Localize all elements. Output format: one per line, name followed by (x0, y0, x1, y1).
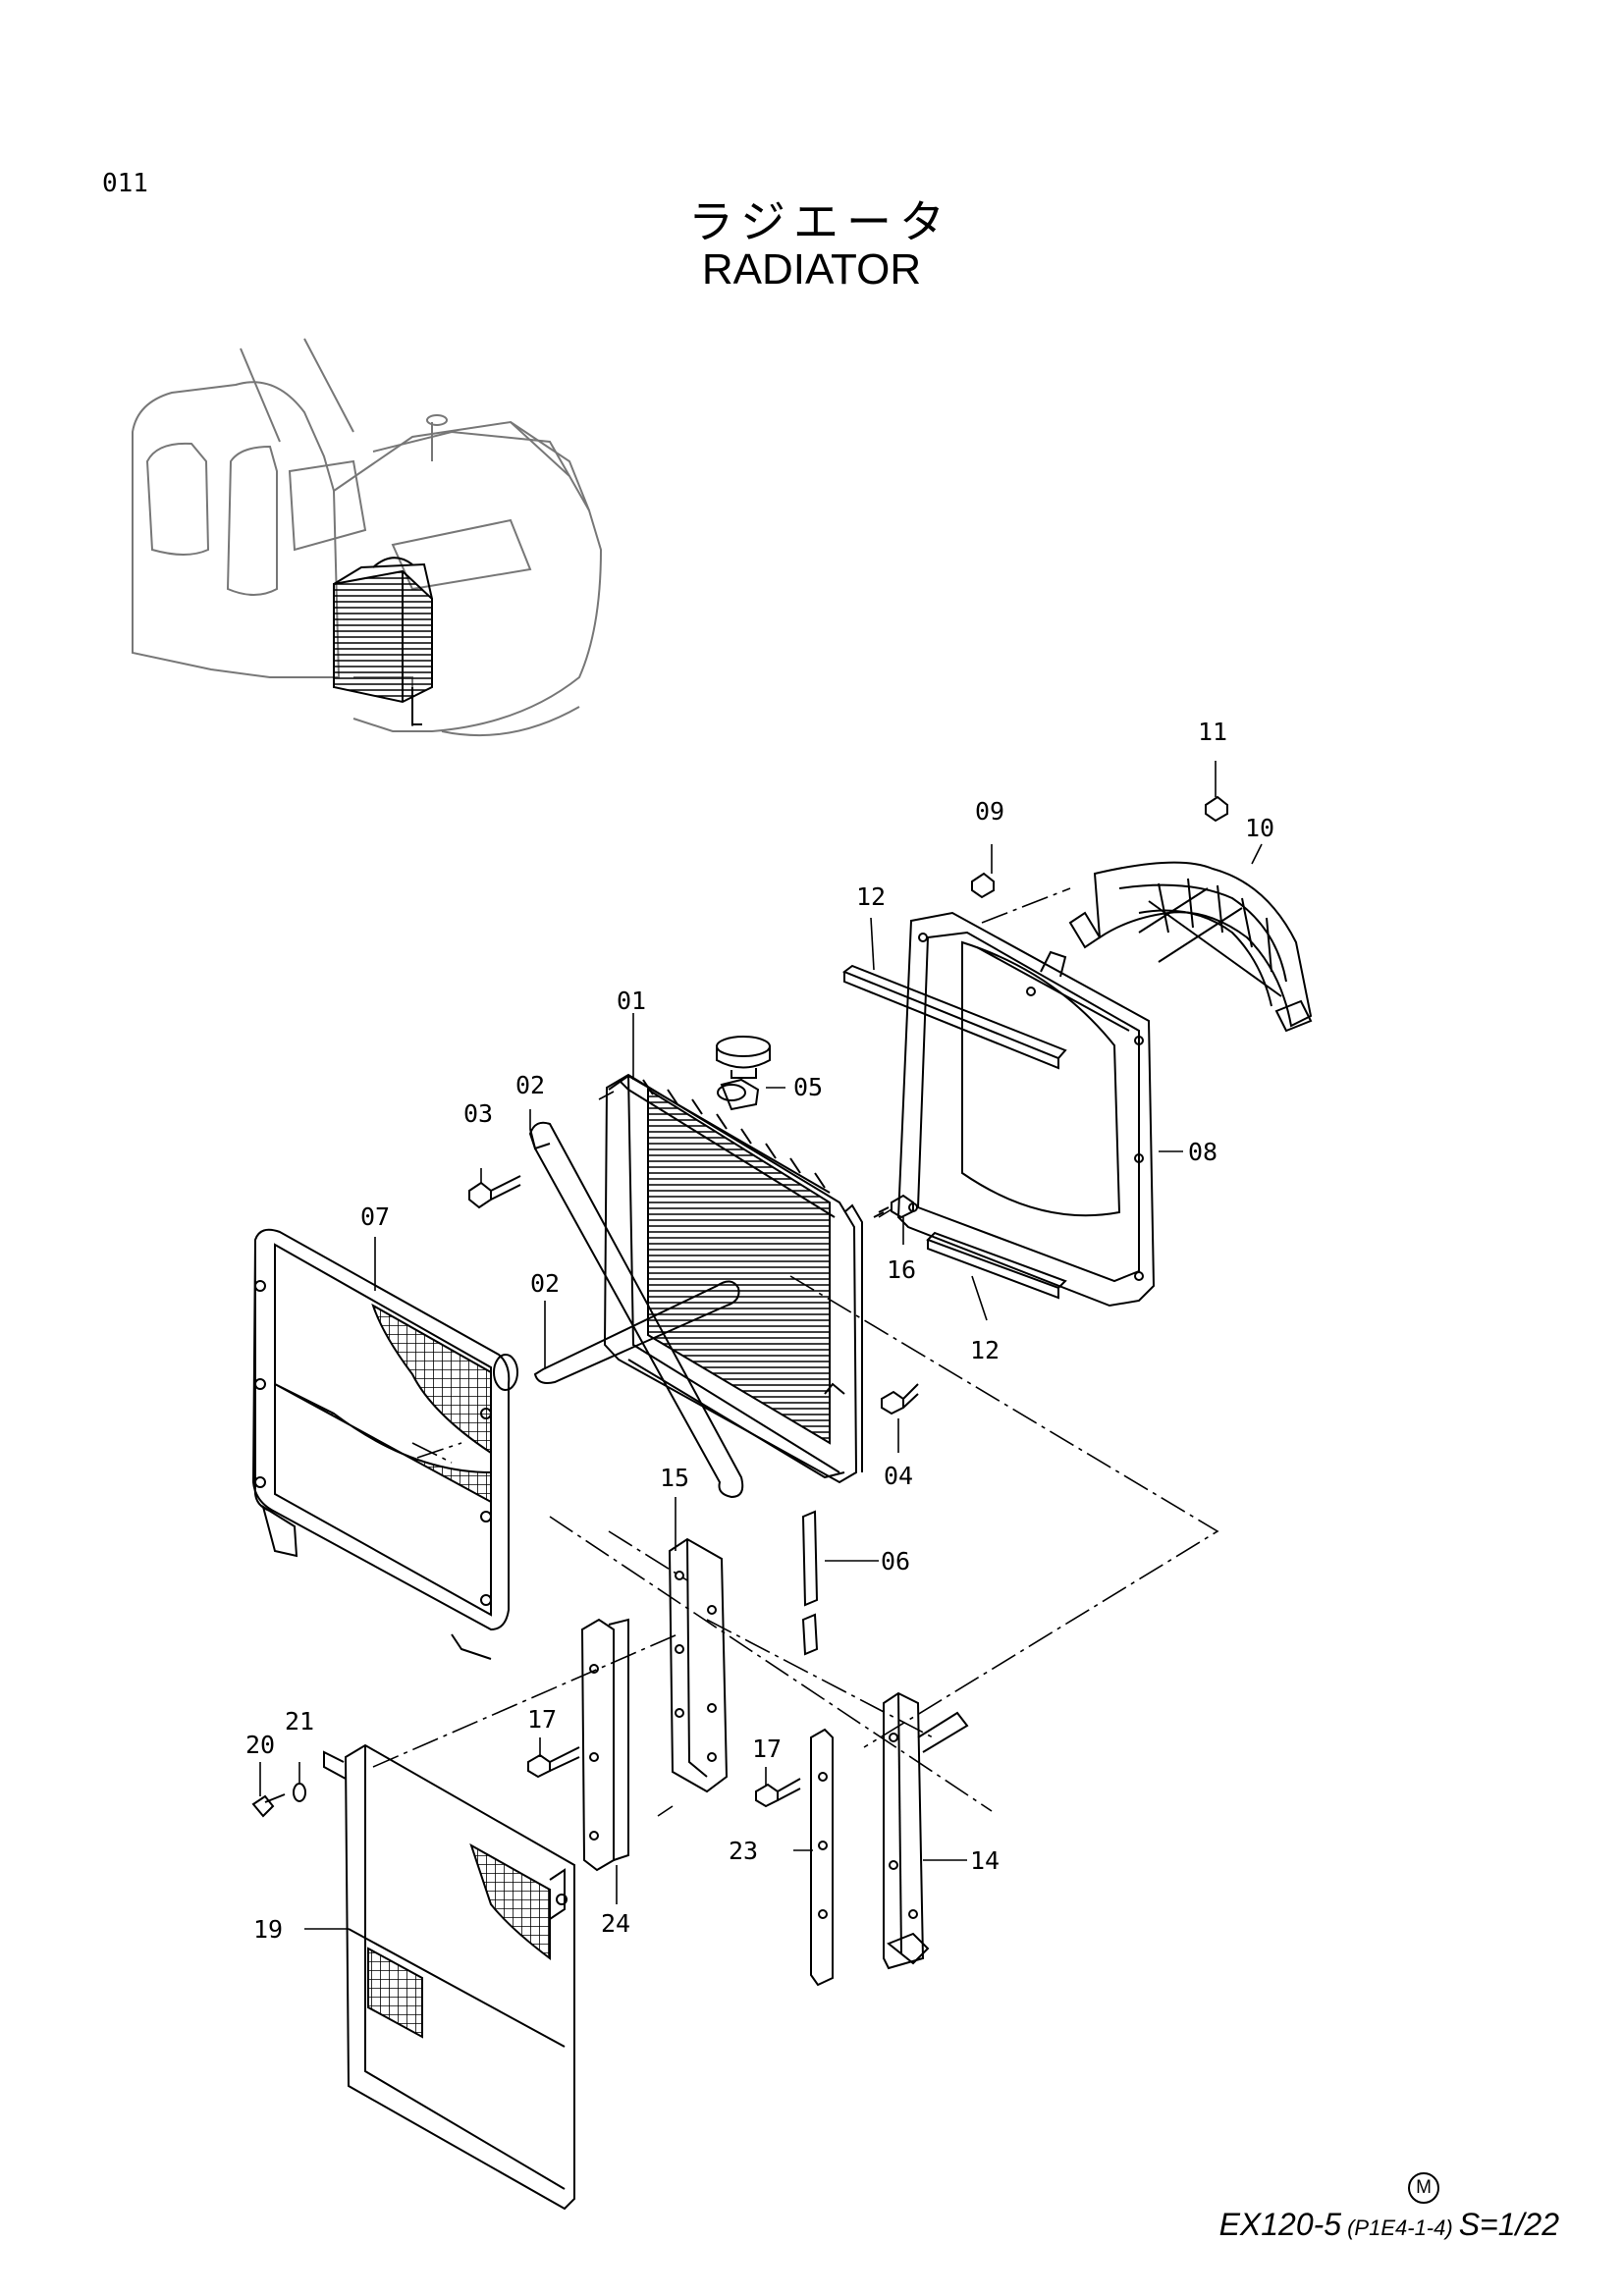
assembly-lines (372, 887, 1219, 1817)
callout-02-lower: 02 (530, 1269, 560, 1298)
callout-16: 16 (887, 1255, 916, 1284)
callout-03: 03 (463, 1099, 493, 1128)
callout-10: 10 (1245, 814, 1274, 842)
callout-23: 23 (729, 1837, 758, 1865)
callout-04: 04 (884, 1462, 913, 1490)
footer-model: EX120-5 (1218, 2207, 1342, 2242)
callout-12-upper: 12 (856, 882, 886, 911)
footer-scale: S=1/22 (1458, 2207, 1559, 2242)
part-24-bracket (580, 1618, 629, 1872)
callout-02-upper: 02 (515, 1071, 545, 1099)
m-mark-symbol: M (1408, 2172, 1439, 2204)
callout-20: 20 (245, 1731, 275, 1759)
callout-19: 19 (253, 1915, 283, 1944)
callout-17-left: 17 (527, 1705, 557, 1734)
machine-overview-illustration (132, 338, 603, 737)
callout-14: 14 (970, 1846, 1000, 1875)
footer-model-info: EX120-5(P1E4-1-4)S=1/22 (1219, 2207, 1559, 2243)
callout-09: 09 (975, 797, 1004, 826)
callout-17-right: 17 (752, 1735, 782, 1763)
part-23-plate (810, 1728, 834, 1987)
part-07-oil-cooler (251, 1228, 518, 1660)
title-english: RADIATOR (701, 245, 922, 294)
title-japanese: ラジエータ (687, 195, 953, 248)
callout-07: 07 (360, 1202, 390, 1231)
part-06-hose (801, 1510, 819, 1656)
part-02-stays (528, 1121, 744, 1499)
callout-leader-lines (259, 761, 1263, 1930)
callout-21: 21 (285, 1707, 314, 1735)
callout-06: 06 (881, 1547, 910, 1575)
part-08-fan-shroud (896, 911, 1156, 1308)
footer-code: (P1E4-1-4) (1347, 2216, 1453, 2240)
part-15-bracket (668, 1537, 729, 1793)
part-20-21-wing-bolt-washer (251, 1783, 306, 1818)
callout-01: 01 (617, 987, 646, 1015)
callout-15: 15 (660, 1464, 689, 1492)
callout-labels: 01 02 03 02 05 08 07 11 10 09 12 12 16 0… (245, 718, 1274, 1944)
page-number: 011 (102, 169, 148, 198)
callout-12-lower: 12 (970, 1336, 1000, 1364)
part-19-screen (323, 1743, 575, 2211)
part-01-radiator (603, 1073, 863, 1484)
callout-05: 05 (793, 1073, 823, 1101)
part-12-seal-strips (841, 964, 1067, 1300)
highlighted-radiator-location (333, 557, 433, 725)
callout-11: 11 (1198, 718, 1227, 746)
callout-24: 24 (601, 1909, 630, 1938)
part-05-radiator-cap (716, 1036, 771, 1079)
bolts (468, 795, 1228, 1415)
part-14-support (883, 1691, 969, 1970)
part-10-fan-guard (1068, 861, 1313, 1033)
callout-08: 08 (1188, 1138, 1217, 1166)
